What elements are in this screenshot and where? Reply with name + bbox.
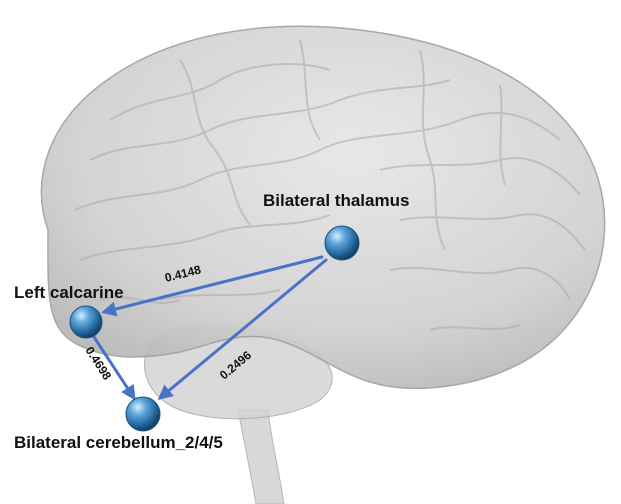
label-calcarine: Left calcarine: [14, 283, 124, 302]
node-thalamus: [325, 226, 359, 260]
label-cerebellum: Bilateral cerebellum_2/4/5: [14, 433, 223, 452]
node-calcarine: [70, 306, 102, 338]
label-thalamus: Bilateral thalamus: [263, 191, 409, 210]
brain-stem: [238, 410, 284, 504]
node-cerebellum: [126, 397, 160, 431]
